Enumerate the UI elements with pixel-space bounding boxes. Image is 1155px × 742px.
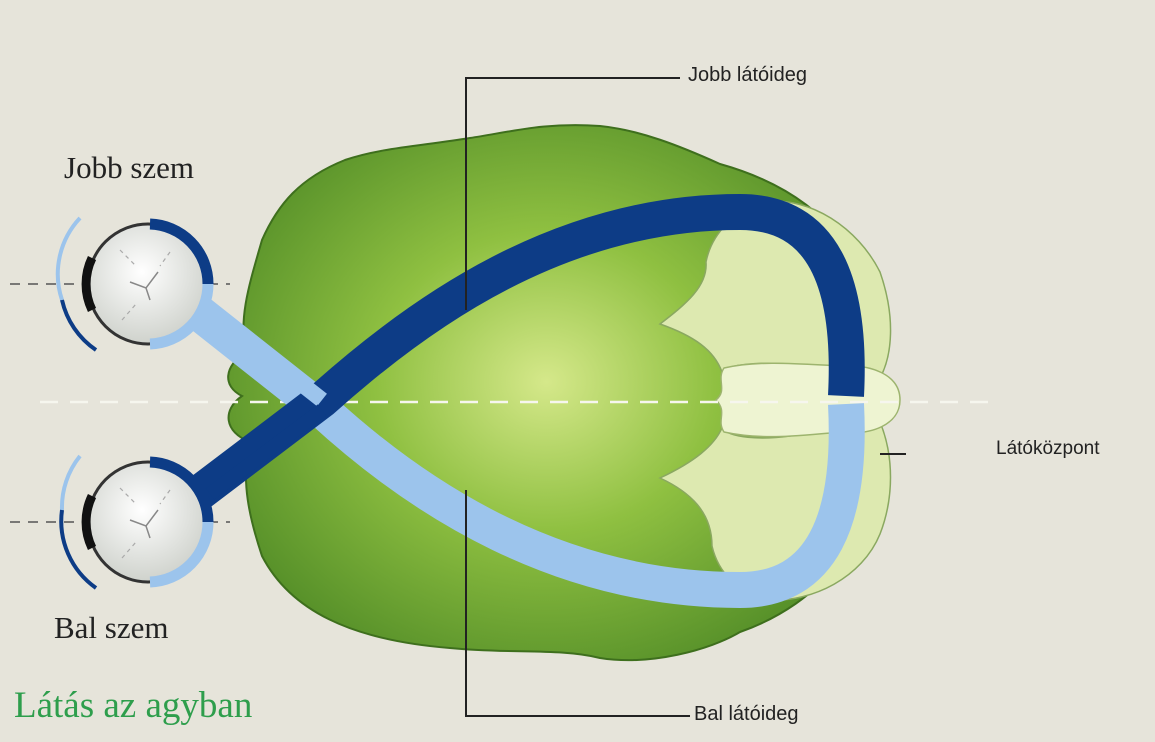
visual-center-region xyxy=(716,363,900,436)
right-eye-label: Jobb szem xyxy=(64,150,194,186)
right-eye-field-arc-light xyxy=(58,218,80,300)
left-eye xyxy=(86,462,208,582)
right-optic-nerve-label: Jobb látóideg xyxy=(688,64,807,87)
right-eye xyxy=(86,224,208,344)
left-eye-field-arc-light xyxy=(62,456,80,510)
diagram-title: Látás az agyban xyxy=(14,684,252,727)
left-eye-label: Bal szem xyxy=(54,610,169,646)
left-optic-nerve-label: Bal látóideg xyxy=(694,703,799,726)
visual-center-label: Látóközpont xyxy=(996,438,1100,460)
